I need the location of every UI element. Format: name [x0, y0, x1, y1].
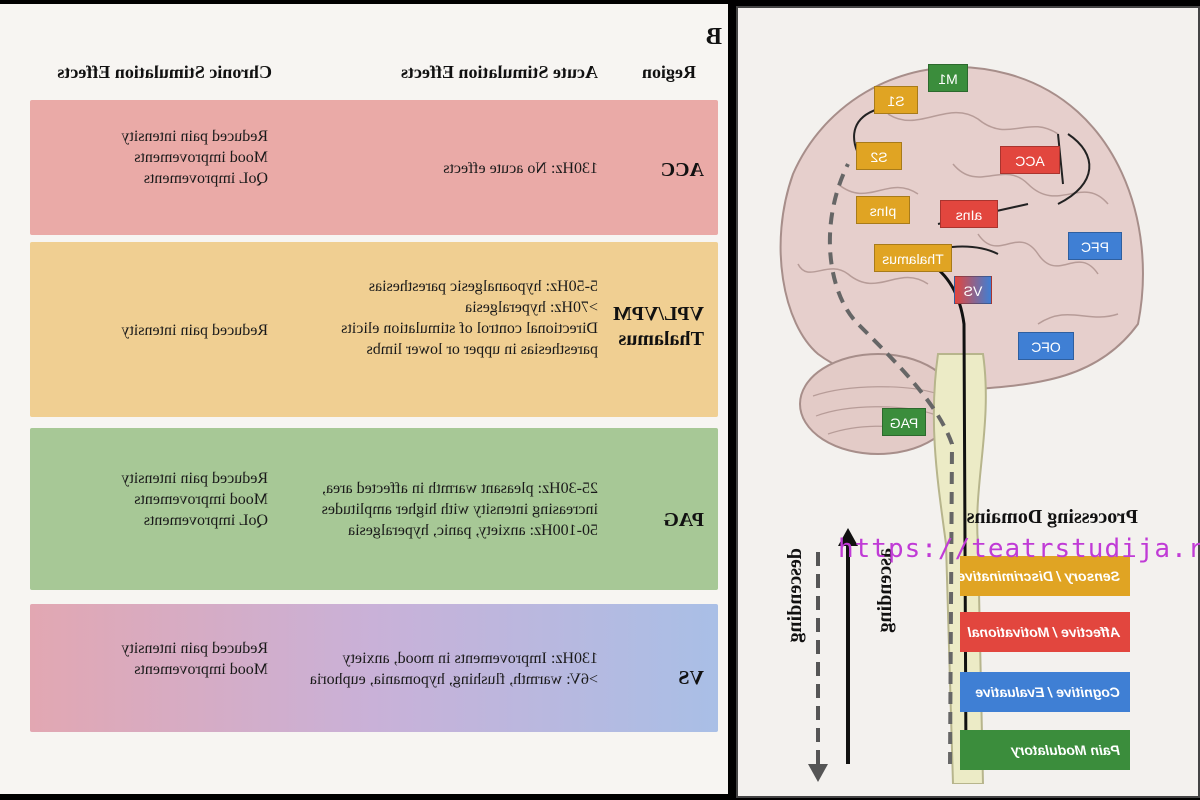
- acute-line: 5-50Hz: hypoanalgesic paresthesias: [368, 278, 598, 295]
- legend-item-affective: Affective / Motivational: [960, 612, 1130, 652]
- node-vs: VS: [954, 276, 992, 304]
- chronic-effects: Reduced pain intensity: [38, 320, 268, 341]
- region-line: ACC: [660, 159, 704, 181]
- descending-pathway: [827, 163, 955, 765]
- chronic-line: QoL improvements: [143, 512, 268, 530]
- table-row-acc: ACC 130Hz: No acute effects Reduced pain…: [30, 100, 718, 235]
- region-line: Thalamus: [618, 328, 704, 350]
- table-row-thalamus: VPL/VPM Thalamus 5-50Hz: hypoanalgesic p…: [30, 242, 718, 417]
- acute-line: Directional control of stimulation elici…: [341, 320, 598, 338]
- node-ains: aIns: [940, 200, 998, 228]
- node-pag: PAG: [882, 408, 926, 436]
- watermark-url: https://teatrstudija.ru/: [838, 534, 1200, 564]
- chronic-line: Mood improvements: [134, 149, 268, 167]
- acute-line: 50-100Hz: anxiety, panic, hyperalgesia: [348, 522, 598, 540]
- acute-line: 25-30Hz: pleasant warmth in affected are…: [321, 480, 598, 497]
- table-row-vs: VS 130Hz: Improvements in mood, anxiety …: [30, 604, 718, 732]
- chronic-effects: Reduced pain intensity Mood improvements…: [38, 468, 268, 531]
- chronic-line: QoL improvements: [143, 170, 268, 188]
- acute-line: 130Hz: No acute effects: [443, 160, 598, 177]
- node-s1: S1: [874, 86, 918, 114]
- chronic-line: Reduced pain intensity: [121, 470, 268, 487]
- panel-label: B: [705, 24, 722, 50]
- acute-line: >6V: warmth, flushing, hypomania, euphor…: [309, 671, 598, 689]
- column-header-acute: Acute Stimulation Effects: [401, 62, 598, 82]
- column-header-region: Region: [642, 62, 696, 82]
- table-row-pag: PAG 25-30Hz: pleasant warmth in affected…: [30, 428, 718, 590]
- acute-line: increasing intensity with higher amplitu…: [321, 501, 598, 519]
- ascending-arrowhead: [838, 528, 858, 546]
- region-name: VS: [608, 666, 704, 691]
- acute-line: paresthesias in upper or lower limbs: [366, 341, 599, 359]
- region-name: VPL/VPM Thalamus: [608, 302, 704, 352]
- chronic-line: Reduced pain intensity: [121, 322, 268, 339]
- acute-effects: 5-50Hz: hypoanalgesic paresthesias >70Hz…: [298, 276, 598, 360]
- acute-effects: 25-30Hz: pleasant warmth in affected are…: [298, 478, 598, 541]
- acute-effects: 130Hz: Improvements in mood, anxiety >6V…: [298, 648, 598, 690]
- acute-effects: 130Hz: No acute effects: [298, 158, 598, 179]
- node-pfc: PFC: [1068, 232, 1122, 260]
- node-pins: pIns: [856, 196, 910, 224]
- gyri-lines: [797, 111, 1119, 325]
- brain-illustration: [779, 66, 1144, 785]
- chronic-line: Reduced pain intensity: [121, 128, 268, 145]
- node-ofc: OFC: [1018, 332, 1074, 360]
- brain-diagram: M1 S1 S2 pIns ACC aIns Thalamus VS PFC O…: [758, 24, 1178, 785]
- pain-network-figure: M1 S1 S2 pIns ACC aIns Thalamus VS PFC O…: [736, 6, 1200, 798]
- region-line: VPL/VPM: [612, 303, 704, 325]
- region-line: PAG: [663, 509, 704, 531]
- chronic-line: Mood improvements: [134, 491, 268, 509]
- node-m1: M1: [928, 64, 968, 92]
- chronic-effects: Reduced pain intensity Mood improvements: [38, 638, 268, 680]
- node-thalamus: Thalamus: [874, 244, 952, 272]
- column-header-chronic: Chronic Stimulation Effects: [57, 62, 272, 82]
- acute-line: 130Hz: Improvements in mood, anxiety: [342, 650, 598, 667]
- region-name: PAG: [608, 508, 704, 533]
- region-name: ACC: [608, 158, 704, 183]
- node-acc: ACC: [1000, 146, 1060, 174]
- chronic-line: Reduced pain intensity: [121, 640, 268, 657]
- region-line: VS: [678, 667, 704, 689]
- chronic-line: Mood improvements: [134, 661, 268, 679]
- chronic-effects: Reduced pain intensity Mood improvements…: [38, 126, 268, 189]
- legend-item-modulatory: Pain Modulatory: [960, 730, 1130, 770]
- descending-arrowhead: [808, 764, 828, 782]
- legend-item-cognitive: Cognitive / Evaluative: [960, 672, 1130, 712]
- stimulation-effects-table: B Region Acute Stimulation Effects Chron…: [0, 4, 728, 794]
- descending-label: descending: [784, 548, 806, 643]
- legend-title: Processing Domains: [966, 506, 1138, 528]
- node-s2: S2: [856, 142, 902, 170]
- acute-line: >70Hz: hyperalgesia: [465, 299, 598, 317]
